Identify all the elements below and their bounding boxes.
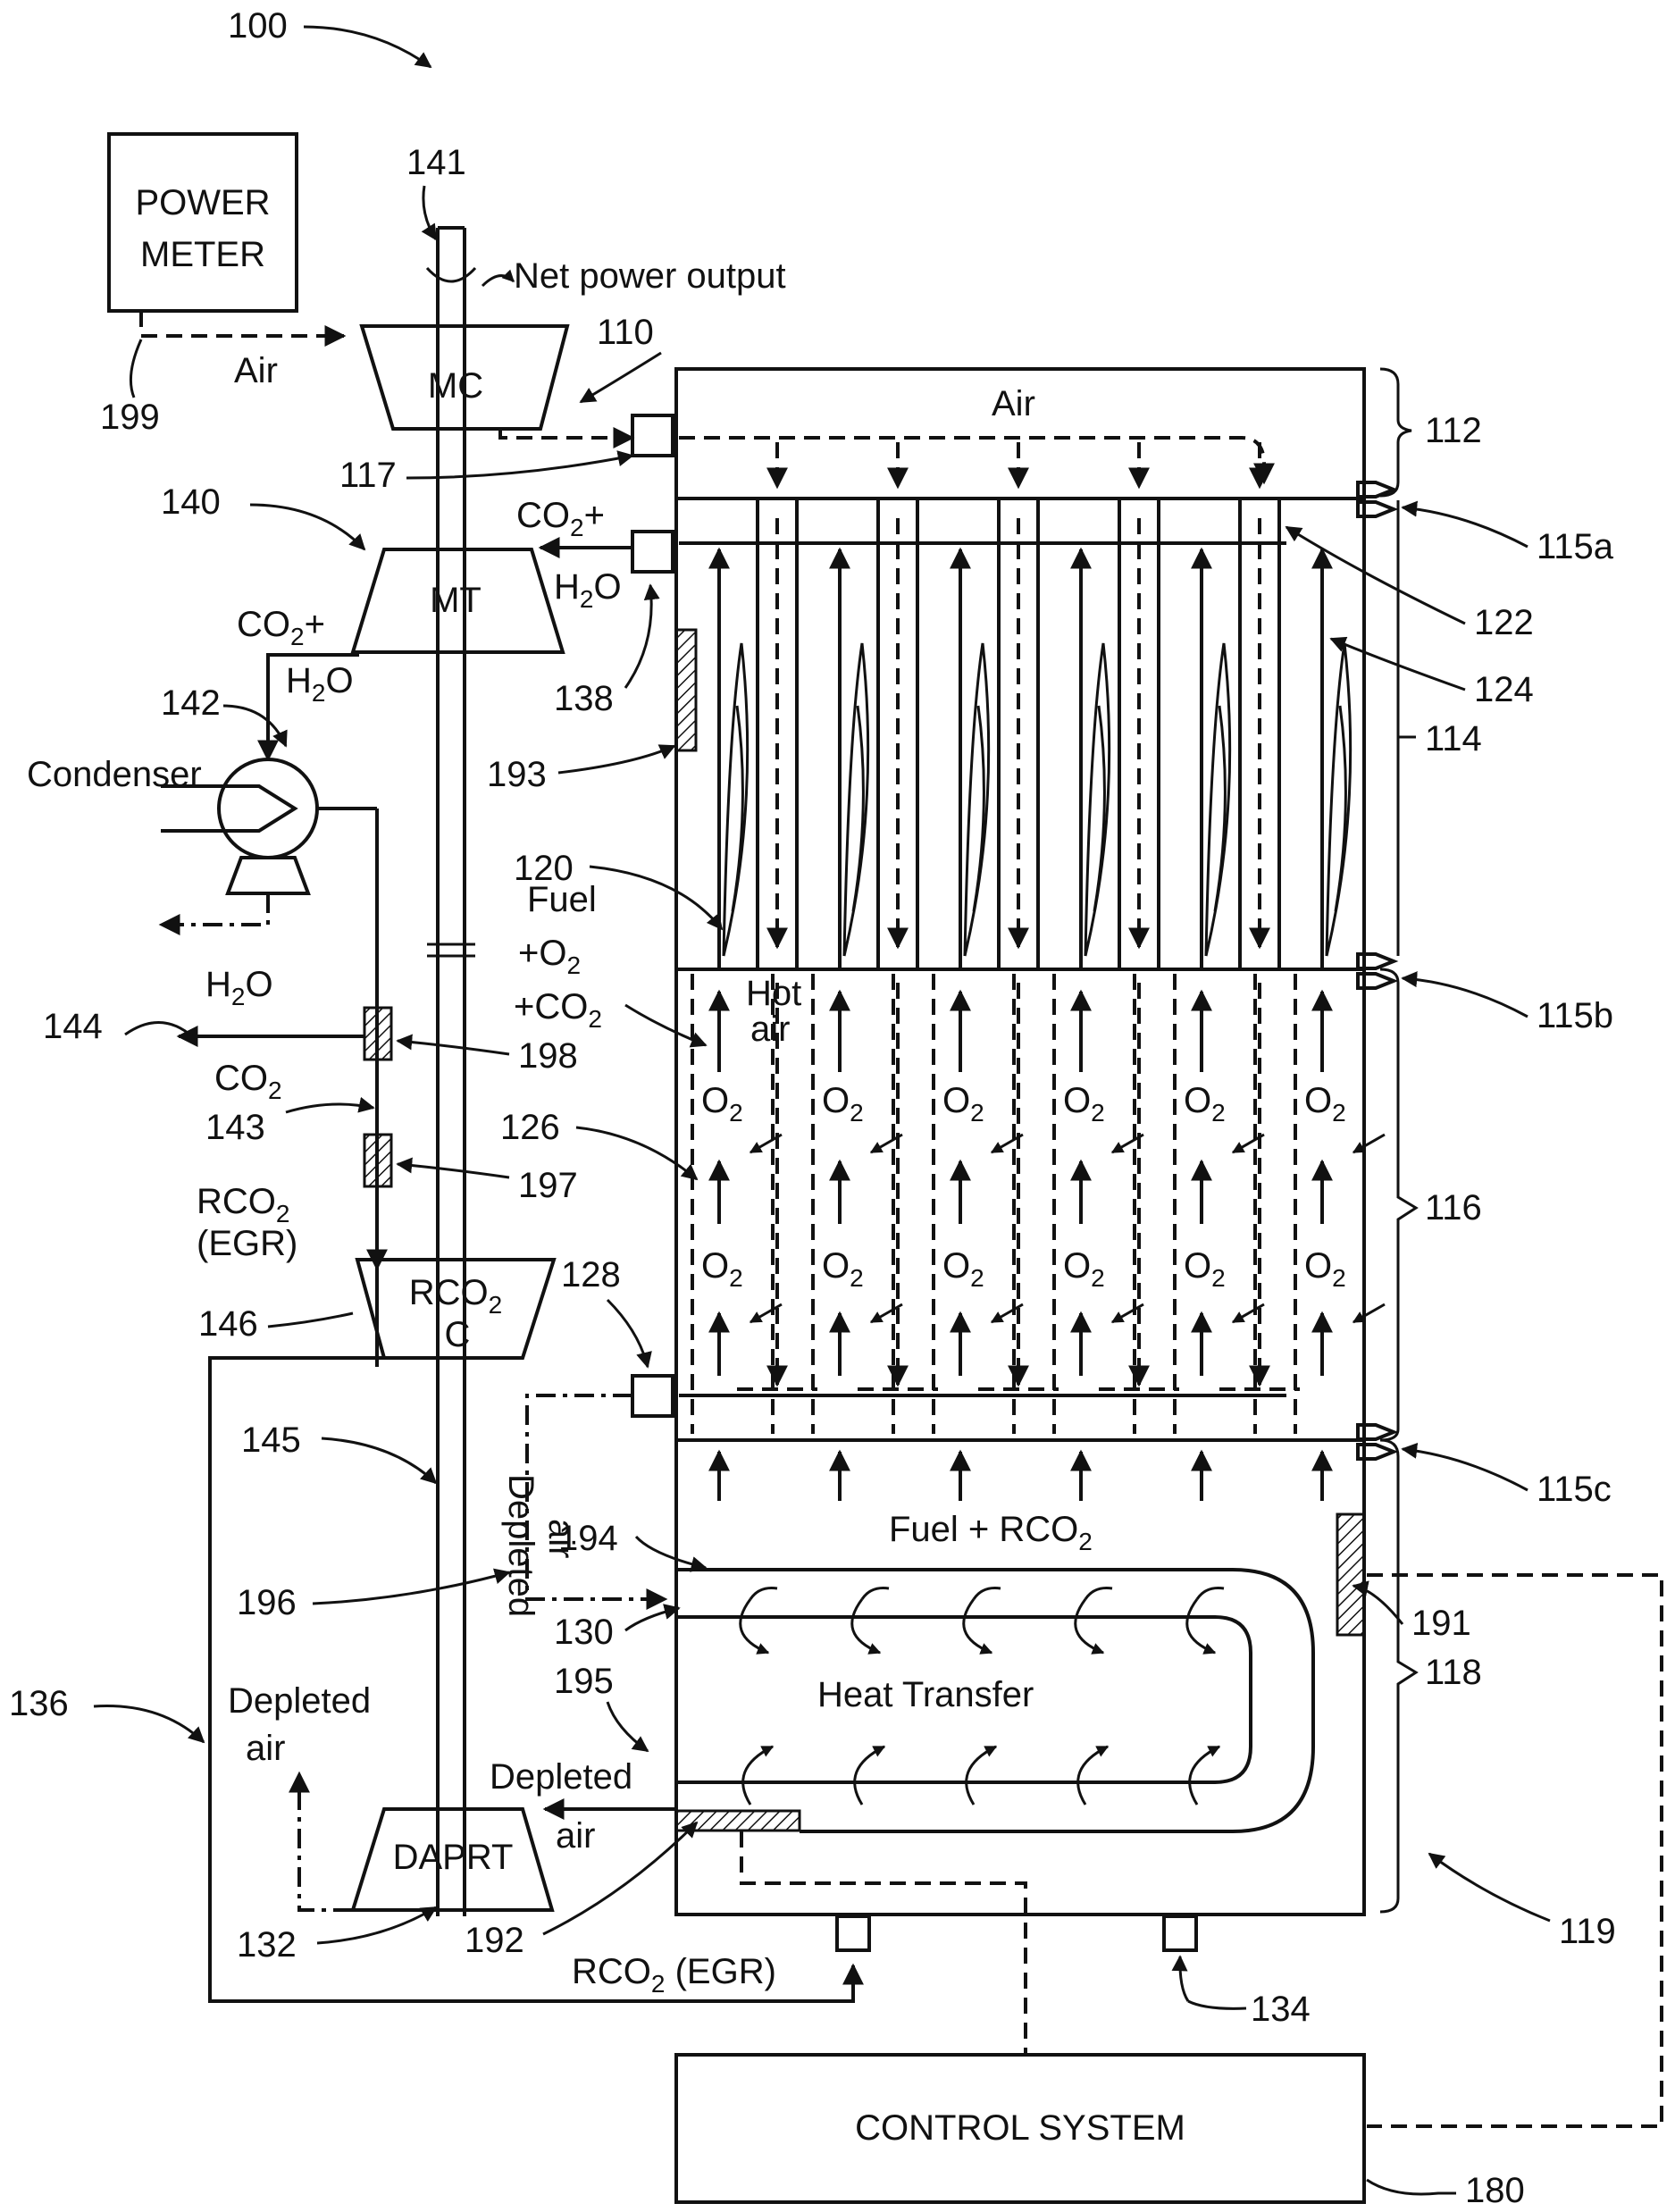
svg-text:132: 132 [237, 1925, 297, 1965]
svg-text:118: 118 [1425, 1653, 1482, 1692]
svg-text:air: air [750, 1010, 790, 1049]
svg-text:Air: Air [234, 351, 278, 390]
svg-text:Depleted: Depleted [490, 1757, 632, 1797]
svg-text:DAPRT: DAPRT [393, 1838, 514, 1877]
svg-text:MC: MC [428, 366, 483, 406]
svg-text:H2O: H2O [286, 661, 354, 707]
svg-text:146: 146 [198, 1304, 258, 1344]
svg-text:194: 194 [558, 1519, 618, 1558]
svg-text:195: 195 [554, 1662, 614, 1701]
svg-text:114: 114 [1425, 719, 1482, 758]
svg-text:Depleted: Depleted [228, 1681, 371, 1721]
svg-text:128: 128 [561, 1255, 621, 1295]
svg-text:192: 192 [465, 1921, 524, 1960]
svg-text:Condenser: Condenser [27, 755, 202, 794]
svg-text:RCO2: RCO2 [409, 1273, 502, 1319]
svg-text:O2: O2 [822, 1246, 864, 1292]
svg-text:144: 144 [43, 1007, 103, 1046]
mt-turbine: MT 140 CO2+ H2O 138 CO2+ H2O [161, 482, 651, 759]
heat-transfer-zone: Fuel + RCO2 Heat Transfer Depleted air [490, 1510, 1662, 2126]
svg-text:115b: 115b [1537, 996, 1613, 1035]
svg-text:115a: 115a [1537, 527, 1614, 566]
svg-text:180: 180 [1465, 2171, 1525, 2210]
svg-text:117: 117 [339, 456, 397, 495]
svg-text:C: C [445, 1315, 471, 1354]
svg-text:O2: O2 [1304, 1246, 1346, 1292]
svg-text:CONTROL SYSTEM: CONTROL SYSTEM [855, 2108, 1185, 2148]
svg-text:CO2+: CO2+ [516, 496, 605, 541]
svg-text:O2: O2 [942, 1246, 984, 1292]
svg-text:O2: O2 [1184, 1081, 1226, 1127]
svg-text:O2: O2 [1063, 1246, 1105, 1292]
combustion-refs: 122 124 193 120 [487, 527, 1534, 929]
svg-text:METER: METER [140, 235, 265, 274]
svg-text:116: 116 [1425, 1188, 1482, 1227]
svg-text:CO2+: CO2+ [237, 605, 325, 650]
svg-text:141: 141 [406, 143, 466, 182]
svg-text:130: 130 [554, 1613, 614, 1652]
svg-text:Fuel: Fuel [527, 880, 597, 919]
bottom-refs: 194 196 130 195 191 192 134 RCO2 (EGR) [237, 1519, 1471, 2029]
svg-text:196: 196 [237, 1583, 297, 1622]
svg-text:CO2: CO2 [214, 1059, 282, 1104]
svg-text:air: air [556, 1816, 595, 1856]
svg-text:115c: 115c [1537, 1470, 1612, 1509]
svg-text:Heat Transfer: Heat Transfer [817, 1675, 1034, 1714]
svg-text:197: 197 [518, 1166, 578, 1205]
control-system: CONTROL SYSTEM 180 [676, 2055, 1525, 2210]
svg-text:119: 119 [1559, 1912, 1616, 1951]
svg-text:110: 110 [597, 313, 654, 352]
svg-text:100: 100 [228, 6, 288, 46]
combustion-flames [719, 549, 1351, 969]
svg-text:198: 198 [518, 1036, 578, 1076]
svg-text:O2: O2 [1063, 1081, 1105, 1127]
mc-compressor: MC 110 117 [339, 313, 661, 495]
svg-text:145: 145 [241, 1420, 301, 1460]
svg-text:124: 124 [1474, 670, 1534, 709]
svg-text:199: 199 [100, 398, 160, 437]
svg-text:O2: O2 [822, 1081, 864, 1127]
svg-text:Net power output: Net power output [514, 256, 786, 296]
svg-text:H2O: H2O [205, 965, 273, 1010]
svg-text:H2O: H2O [554, 567, 622, 613]
svg-text:142: 142 [161, 683, 221, 723]
svg-text:Hot: Hot [746, 974, 801, 1013]
svg-text:126: 126 [500, 1108, 560, 1147]
svg-text:Fuel + RCO2: Fuel + RCO2 [889, 1510, 1093, 1555]
svg-text:O2: O2 [942, 1081, 984, 1127]
svg-text:RCO2: RCO2 [197, 1182, 289, 1227]
svg-text:136: 136 [9, 1684, 69, 1723]
rco2-compressor: RCO2 C 146 136 145 [9, 1260, 853, 2001]
svg-text:134: 134 [1251, 1990, 1311, 2029]
svg-text:O2: O2 [701, 1246, 743, 1292]
svg-text:143: 143 [205, 1108, 265, 1147]
co2-output: 144 CO2 198 143 197 RCO2 (EGR) [43, 1007, 578, 1269]
svg-text:(EGR): (EGR) [197, 1224, 297, 1263]
svg-text:Depleted: Depleted [501, 1474, 540, 1617]
svg-text:112: 112 [1425, 411, 1482, 450]
svg-text:140: 140 [161, 482, 221, 522]
svg-text:191: 191 [1411, 1604, 1471, 1643]
svg-text:O2: O2 [1184, 1246, 1226, 1292]
svg-text:Air: Air [992, 384, 1035, 423]
svg-text:+O2: +O2 [518, 934, 581, 979]
svg-text:MT: MT [430, 581, 482, 620]
svg-text:+CO2: +CO2 [514, 987, 602, 1033]
power-meter: POWER METER 199 Air [100, 134, 344, 437]
svg-text:air: air [246, 1729, 285, 1768]
svg-text:O2: O2 [1304, 1081, 1346, 1127]
svg-text:193: 193 [487, 755, 547, 794]
figure-ref-100: 100 [228, 6, 431, 67]
svg-text:POWER: POWER [135, 183, 270, 222]
membrane-zone: O2O2O2O2O2O2O2O2O2O2O2O2 [692, 974, 1385, 1501]
svg-text:122: 122 [1474, 603, 1534, 642]
svg-text:138: 138 [554, 679, 614, 718]
svg-text:O2: O2 [701, 1081, 743, 1127]
svg-text:RCO2 (EGR): RCO2 (EGR) [572, 1952, 776, 1998]
